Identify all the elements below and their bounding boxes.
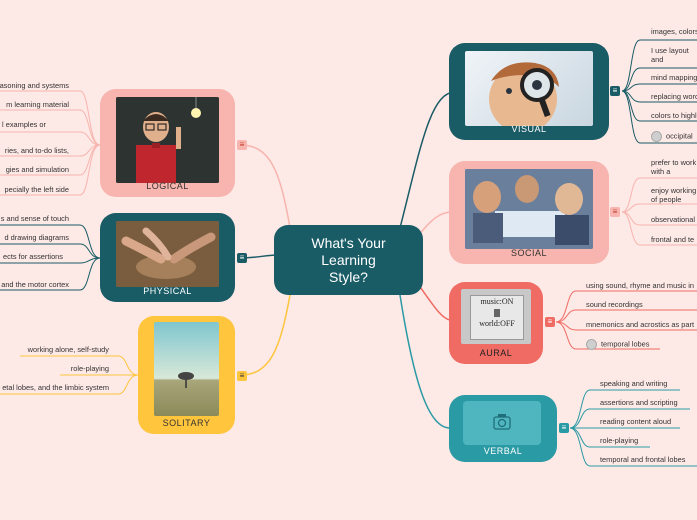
- visual-leaf-4[interactable]: replacing words: [651, 92, 697, 101]
- aural-sign-bottom: world:OFF: [479, 319, 515, 328]
- logical-leaf-3[interactable]: l examples or: [2, 120, 46, 129]
- verbal-menu-icon[interactable]: ≡: [559, 423, 569, 433]
- visual-label: VISUAL: [511, 124, 547, 134]
- physical-leaf-3[interactable]: ects for assertions: [3, 252, 63, 261]
- topic-visual[interactable]: VISUAL ≡: [449, 43, 620, 140]
- aural-menu-icon[interactable]: ≡: [545, 317, 555, 327]
- physical-menu-icon[interactable]: ≡: [237, 253, 247, 263]
- social-menu-icon[interactable]: ≡: [610, 207, 620, 217]
- logical-label: LOGICAL: [146, 181, 189, 191]
- physical-clay-hands-image: [116, 221, 219, 287]
- topic-verbal[interactable]: VERBAL ≡: [449, 395, 569, 462]
- solitary-label: SOLITARY: [162, 418, 211, 428]
- social-label: SOCIAL: [510, 248, 547, 258]
- verbal-camera-placeholder: [463, 401, 541, 445]
- social-leaf-4[interactable]: frontal and te: [651, 235, 695, 244]
- solitary-leaf-3[interactable]: etal lobes, and the limbic system: [2, 383, 109, 392]
- visual-menu-icon[interactable]: ≡: [610, 86, 620, 96]
- logical-leaf-2[interactable]: m learning material: [6, 100, 69, 109]
- aural-leaf-4: temporal lobes: [601, 339, 650, 349]
- aural-label: AURAL: [479, 348, 513, 358]
- central-title-line1: What's Your: [311, 234, 386, 251]
- topic-solitary[interactable]: SOLITARY ≡: [138, 316, 247, 434]
- physical-label: PHYSICAL: [143, 286, 192, 296]
- visual-leaf-6: occipital: [666, 131, 693, 141]
- camera-icon: [493, 414, 511, 430]
- lightbulb-icon: [651, 131, 662, 142]
- logical-leaf-4[interactable]: ries, and to-do lists,: [4, 146, 69, 155]
- aural-leaf-4-row[interactable]: temporal lobes: [586, 339, 649, 350]
- solitary-menu-icon[interactable]: ≡: [237, 371, 247, 381]
- aural-sign-top: music:ON: [480, 297, 514, 306]
- logical-leaf-1[interactable]: asoning and systems: [0, 81, 69, 90]
- solitary-leaf-2[interactable]: role-playing: [70, 364, 109, 373]
- visual-leaf-5[interactable]: colors to highlight: [651, 111, 697, 120]
- verbal-leaf-3[interactable]: reading content aloud: [600, 417, 672, 426]
- social-group-laptops-image: [465, 169, 593, 249]
- topic-logical[interactable]: LOGICAL ≡: [100, 89, 247, 197]
- lightbulb-icon: [586, 339, 597, 350]
- topic-aural[interactable]: music:ON world:OFF AURAL ≡: [449, 282, 555, 364]
- logical-menu-icon[interactable]: ≡: [237, 140, 247, 150]
- central-title-line2: Learning: [321, 251, 376, 268]
- physical-leaf-4[interactable]: and the motor cortex: [1, 280, 69, 289]
- aural-music-sign-image: music:ON world:OFF: [461, 289, 531, 344]
- central-title-line3: Style?: [329, 268, 368, 285]
- aural-leaf-3[interactable]: mnemonics and acrostics as part: [586, 320, 695, 329]
- topic-physical[interactable]: PHYSICAL ≡: [100, 213, 247, 302]
- solitary-leaf-1[interactable]: working alone, self-study: [27, 345, 109, 354]
- central-topic[interactable]: What's Your Learning Style?: [274, 225, 423, 295]
- verbal-leaf-1[interactable]: speaking and writing: [600, 379, 668, 388]
- verbal-leaf-5[interactable]: temporal and frontal lobes: [600, 455, 686, 464]
- visual-boy-magnifier-image: [465, 51, 593, 126]
- visual-leaf-2[interactable]: I use layout and associations: [651, 46, 689, 64]
- aural-leaf-1[interactable]: using sound, rhyme and music in: [586, 281, 695, 290]
- aural-leaf-2[interactable]: sound recordings: [586, 300, 643, 309]
- social-leaf-3[interactable]: observational: [651, 215, 695, 224]
- verbal-leaf-2[interactable]: assertions and scripting: [600, 398, 678, 407]
- logical-leaf-6[interactable]: pecially the left side: [4, 185, 70, 194]
- physical-leaf-2[interactable]: d drawing diagrams: [4, 233, 70, 242]
- solitary-lone-tree-image: [154, 322, 219, 416]
- verbal-label: VERBAL: [483, 446, 523, 456]
- verbal-leaf-4[interactable]: role-playing: [600, 436, 639, 445]
- social-leaf-2[interactable]: enjoy working of people: [651, 186, 697, 204]
- topic-social[interactable]: SOCIAL ≡: [449, 161, 620, 264]
- social-leaf-1[interactable]: prefer to work with a group...: [651, 158, 697, 176]
- logical-leaf-5[interactable]: gies and simulation: [5, 165, 69, 174]
- logical-boy-bulb-image: [116, 97, 219, 183]
- visual-leaf-3[interactable]: mind mapping: [651, 73, 697, 82]
- visual-leaf-1[interactable]: images, colors: [651, 27, 697, 36]
- visual-leaf-6-row[interactable]: occipital: [651, 131, 693, 142]
- physical-leaf-1[interactable]: s and sense of touch: [0, 214, 69, 223]
